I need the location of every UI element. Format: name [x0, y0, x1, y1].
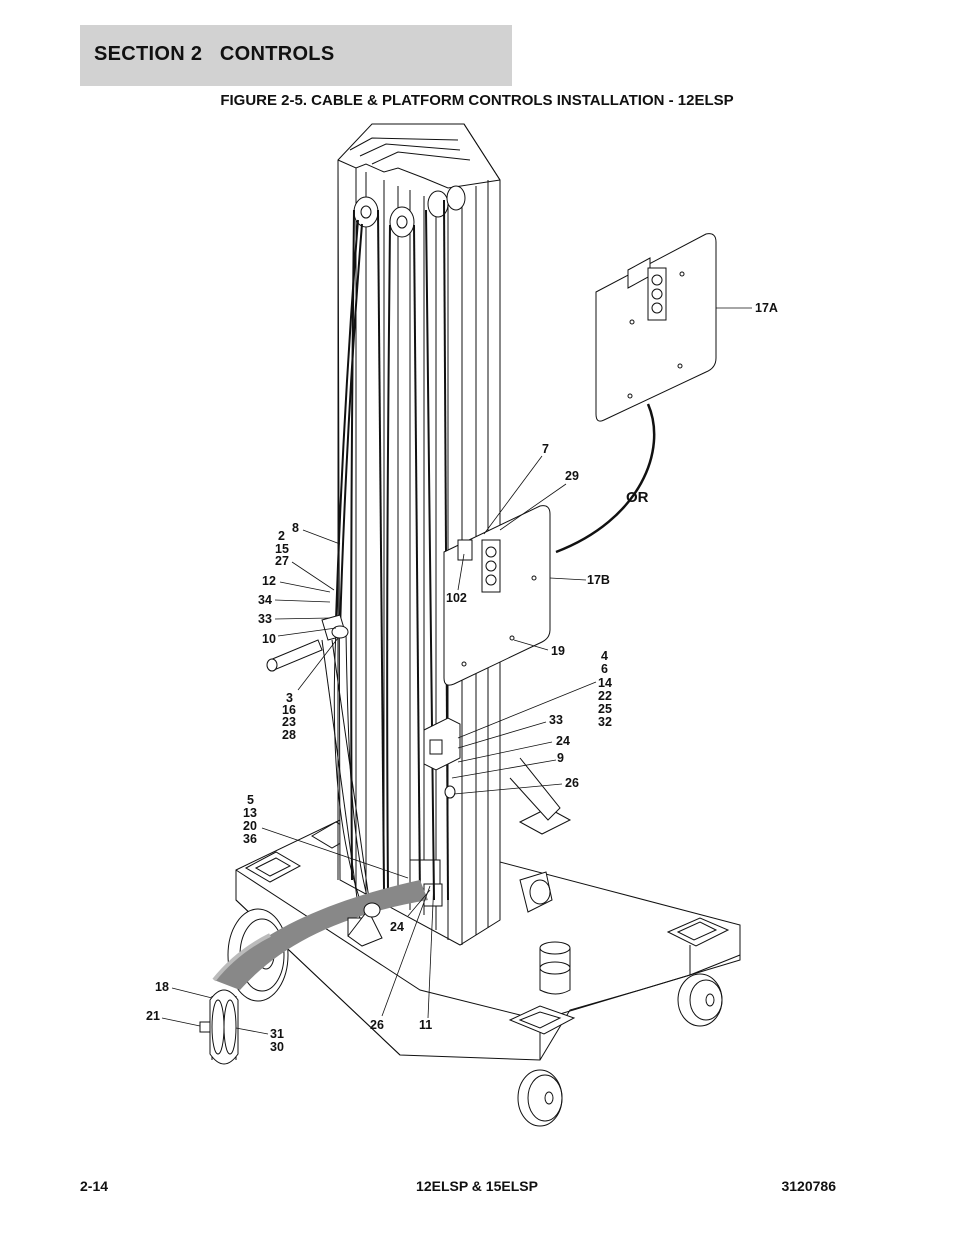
callout-36: 36 — [243, 832, 257, 846]
callout-13: 13 — [243, 806, 257, 820]
callout-12: 12 — [262, 574, 276, 588]
callout-3: 3 — [286, 691, 293, 705]
model-name: 12ELSP & 15ELSP — [416, 1178, 538, 1194]
section-title: SECTION 2 CONTROLS — [94, 43, 335, 65]
callout-26-lower: 26 — [370, 1018, 384, 1032]
callout-102: 102 — [446, 591, 467, 605]
page-number: 2-14 — [80, 1178, 109, 1194]
option-or-label: OR — [626, 489, 649, 506]
cable-clamp-assembly — [423, 717, 461, 799]
callout-28: 28 — [282, 728, 296, 742]
callout-17b: 17B — [587, 573, 610, 587]
callout-14: 14 — [598, 676, 612, 690]
callout-4: 4 — [601, 649, 608, 663]
callout-30: 30 — [270, 1040, 284, 1054]
document-number: 3120786 — [781, 1178, 836, 1194]
mast-cables — [335, 199, 449, 901]
callout-18: 18 — [155, 980, 169, 994]
callout-20: 20 — [243, 819, 257, 833]
leader-lines — [161, 307, 752, 1035]
callout-26-right: 26 — [565, 776, 579, 790]
callout-27: 27 — [275, 554, 289, 568]
callout-23: 23 — [282, 715, 296, 729]
callout-16: 16 — [282, 703, 296, 717]
callout-5: 5 — [247, 793, 254, 807]
detail-pulley — [199, 989, 239, 1065]
callout-8: 8 — [292, 521, 299, 535]
callout-21: 21 — [146, 1009, 160, 1023]
callout-6: 6 — [601, 662, 608, 676]
callout-24-right: 24 — [556, 734, 570, 748]
callout-24-lower: 24 — [390, 920, 404, 934]
detail-magnifier — [212, 880, 428, 990]
callout-22: 22 — [598, 689, 612, 703]
platform-control-box-17a — [555, 233, 717, 554]
callout-34: 34 — [258, 593, 272, 607]
callout-33-left: 33 — [258, 612, 272, 626]
callout-10: 10 — [262, 632, 276, 646]
callout-15: 15 — [275, 542, 289, 556]
callout-17a: 17A — [755, 301, 778, 315]
callout-7: 7 — [542, 442, 549, 456]
callout-labels: 8 2 15 27 12 34 33 10 3 16 23 28 5 13 20… — [146, 301, 778, 1054]
callout-2: 2 — [278, 529, 285, 543]
control-cable — [266, 614, 373, 921]
callout-31: 31 — [270, 1027, 284, 1041]
callout-11: 11 — [419, 1018, 432, 1032]
callout-25: 25 — [598, 702, 612, 716]
callout-29: 29 — [565, 469, 579, 483]
section-header-bar: SECTION 2 CONTROLS — [80, 25, 512, 86]
figure-title: FIGURE 2-5. CABLE & PLATFORM CONTROLS IN… — [220, 92, 734, 109]
rear-bracket — [509, 757, 571, 995]
callout-33-right: 33 — [549, 713, 563, 727]
platform-control-box-17b — [443, 505, 551, 686]
callout-32: 32 — [598, 715, 612, 729]
callout-9: 9 — [557, 751, 564, 765]
callout-19: 19 — [551, 644, 565, 658]
